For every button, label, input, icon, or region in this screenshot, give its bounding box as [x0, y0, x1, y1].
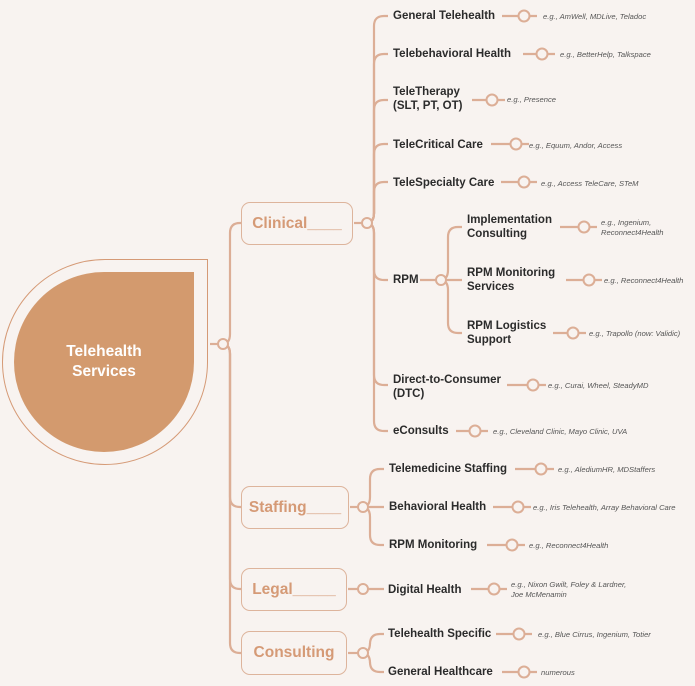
root-node-title: Telehealth Services: [66, 343, 142, 380]
connector-line: [221, 221, 241, 346]
leaf-telehealth-specific[interactable]: Telehealth Specific: [388, 628, 492, 640]
example-knob[interactable]: [512, 627, 526, 641]
leaf-digital-health[interactable]: Digital Health: [388, 584, 462, 596]
consulting-knob[interactable]: [357, 647, 369, 659]
connector-line: [365, 52, 388, 225]
connector-line: [221, 342, 241, 655]
clinical-knob[interactable]: [361, 217, 373, 229]
example-digital-health: e.g., Nixon Gwilt, Foley & Lardner, Joe …: [511, 580, 627, 599]
example-direct-to-consumer: e.g., Curai, Wheel, SteadyMD: [548, 381, 649, 390]
example-telecritical-care: e.g., Equum, Andor, Access: [529, 141, 623, 150]
leaf-econsults[interactable]: eConsults: [393, 425, 449, 437]
example-knob[interactable]: [517, 175, 531, 189]
example-implementation-consulting: e.g., Ingenium, Reconnect4Health: [601, 218, 664, 237]
leaf-general-healthcare[interactable]: General Healthcare: [388, 666, 493, 678]
leaf-telecritical-care[interactable]: TeleCritical Care: [393, 139, 483, 151]
example-rpm-logistics-support: e.g., Trapollo (now: Validic): [589, 329, 681, 338]
example-rpm-monitoring: e.g., Reconnect4Health: [529, 541, 609, 550]
legal-knob[interactable]: [357, 583, 369, 595]
example-knob[interactable]: [487, 582, 501, 596]
leaf-telebehavioral-health[interactable]: Telebehavioral Health: [393, 48, 512, 60]
category-clinical[interactable]: Clinical____: [241, 202, 353, 245]
example-telebehavioral-health: e.g., BetterHelp, Talkspace: [560, 50, 651, 59]
example-knob[interactable]: [566, 326, 580, 340]
staffing-knob[interactable]: [357, 501, 369, 513]
rpm-knob[interactable]: [435, 274, 447, 286]
connector-line: [365, 14, 388, 225]
leaf-teletherapy[interactable]: TeleTherapy (SLT, PT, OT): [393, 86, 463, 112]
leaf-telemedicine-staffing[interactable]: Telemedicine Staffing: [389, 463, 508, 475]
category-label: Legal_____: [252, 580, 336, 598]
connector-line: [221, 342, 241, 509]
leaf-implementation-consulting[interactable]: Implementation Consulting: [467, 214, 552, 240]
example-knob[interactable]: [505, 538, 519, 552]
connector-line: [365, 180, 388, 225]
root-knob[interactable]: [217, 338, 229, 350]
category-consulting[interactable]: Consulting: [241, 631, 347, 675]
connector-line: [439, 225, 462, 282]
leaf-telespecialty-care[interactable]: TeleSpecialty Care: [393, 177, 495, 189]
category-staffing[interactable]: Staffing____: [241, 486, 349, 529]
example-knob[interactable]: [485, 93, 499, 107]
leaf-general-telehealth[interactable]: General Telehealth: [393, 10, 496, 22]
connector-line: [361, 467, 384, 509]
connector-line: [361, 505, 384, 547]
example-telemedicine-staffing: e.g., AlediumHR, MDStaffers: [558, 465, 656, 474]
category-label: Consulting: [253, 644, 335, 661]
example-behavioral-health: e.g., Iris Telehealth, Array Behavioral …: [533, 503, 676, 512]
connector-line: [365, 221, 388, 433]
example-teletherapy: e.g., Presence: [507, 95, 556, 104]
category-label: Clinical____: [252, 214, 342, 232]
connector-line: [365, 221, 388, 282]
connector-line: [365, 98, 388, 225]
leaf-rpm-logistics-support[interactable]: RPM Logistics Support: [467, 320, 547, 346]
example-knob[interactable]: [517, 665, 531, 679]
example-knob[interactable]: [526, 378, 540, 392]
example-knob[interactable]: [535, 47, 549, 61]
example-knob[interactable]: [509, 137, 523, 151]
connector-line: [365, 221, 388, 387]
example-rpm-monitoring-services: e.g., Reconnect4Health: [604, 276, 684, 285]
example-knob[interactable]: [577, 220, 591, 234]
example-telehealth-specific: e.g., Blue Cirrus, Ingenium, Totier: [538, 630, 651, 639]
example-telespecialty-care: e.g., Access TeleCare, STeM: [541, 179, 639, 188]
leaf-behavioral-health[interactable]: Behavioral Health: [389, 501, 487, 513]
leaf-rpm[interactable]: RPM: [393, 274, 419, 286]
example-knob[interactable]: [534, 462, 548, 476]
example-knob[interactable]: [582, 273, 596, 287]
leaf-direct-to-consumer[interactable]: Direct-to-Consumer (DTC): [393, 374, 501, 400]
example-general-telehealth: e.g., AmWell, MDLive, Teladoc: [543, 12, 647, 21]
example-knob[interactable]: [517, 9, 531, 23]
leaf-rpm-monitoring[interactable]: RPM Monitoring: [389, 539, 478, 551]
root-node-telehealth-services[interactable]: Telehealth Services: [14, 272, 194, 452]
leaf-rpm-monitoring-services[interactable]: RPM Monitoring Services: [467, 267, 556, 293]
connector-line: [439, 278, 462, 335]
example-knob[interactable]: [511, 500, 525, 514]
connector-line: [221, 342, 241, 591]
example-general-healthcare: numerous: [541, 668, 575, 677]
example-knob[interactable]: [468, 424, 482, 438]
example-econsults: e.g., Cleveland Clinic, Mayo Clinic, UVA: [493, 427, 628, 436]
category-legal[interactable]: Legal_____: [241, 568, 347, 611]
category-label: Staffing____: [248, 498, 342, 516]
